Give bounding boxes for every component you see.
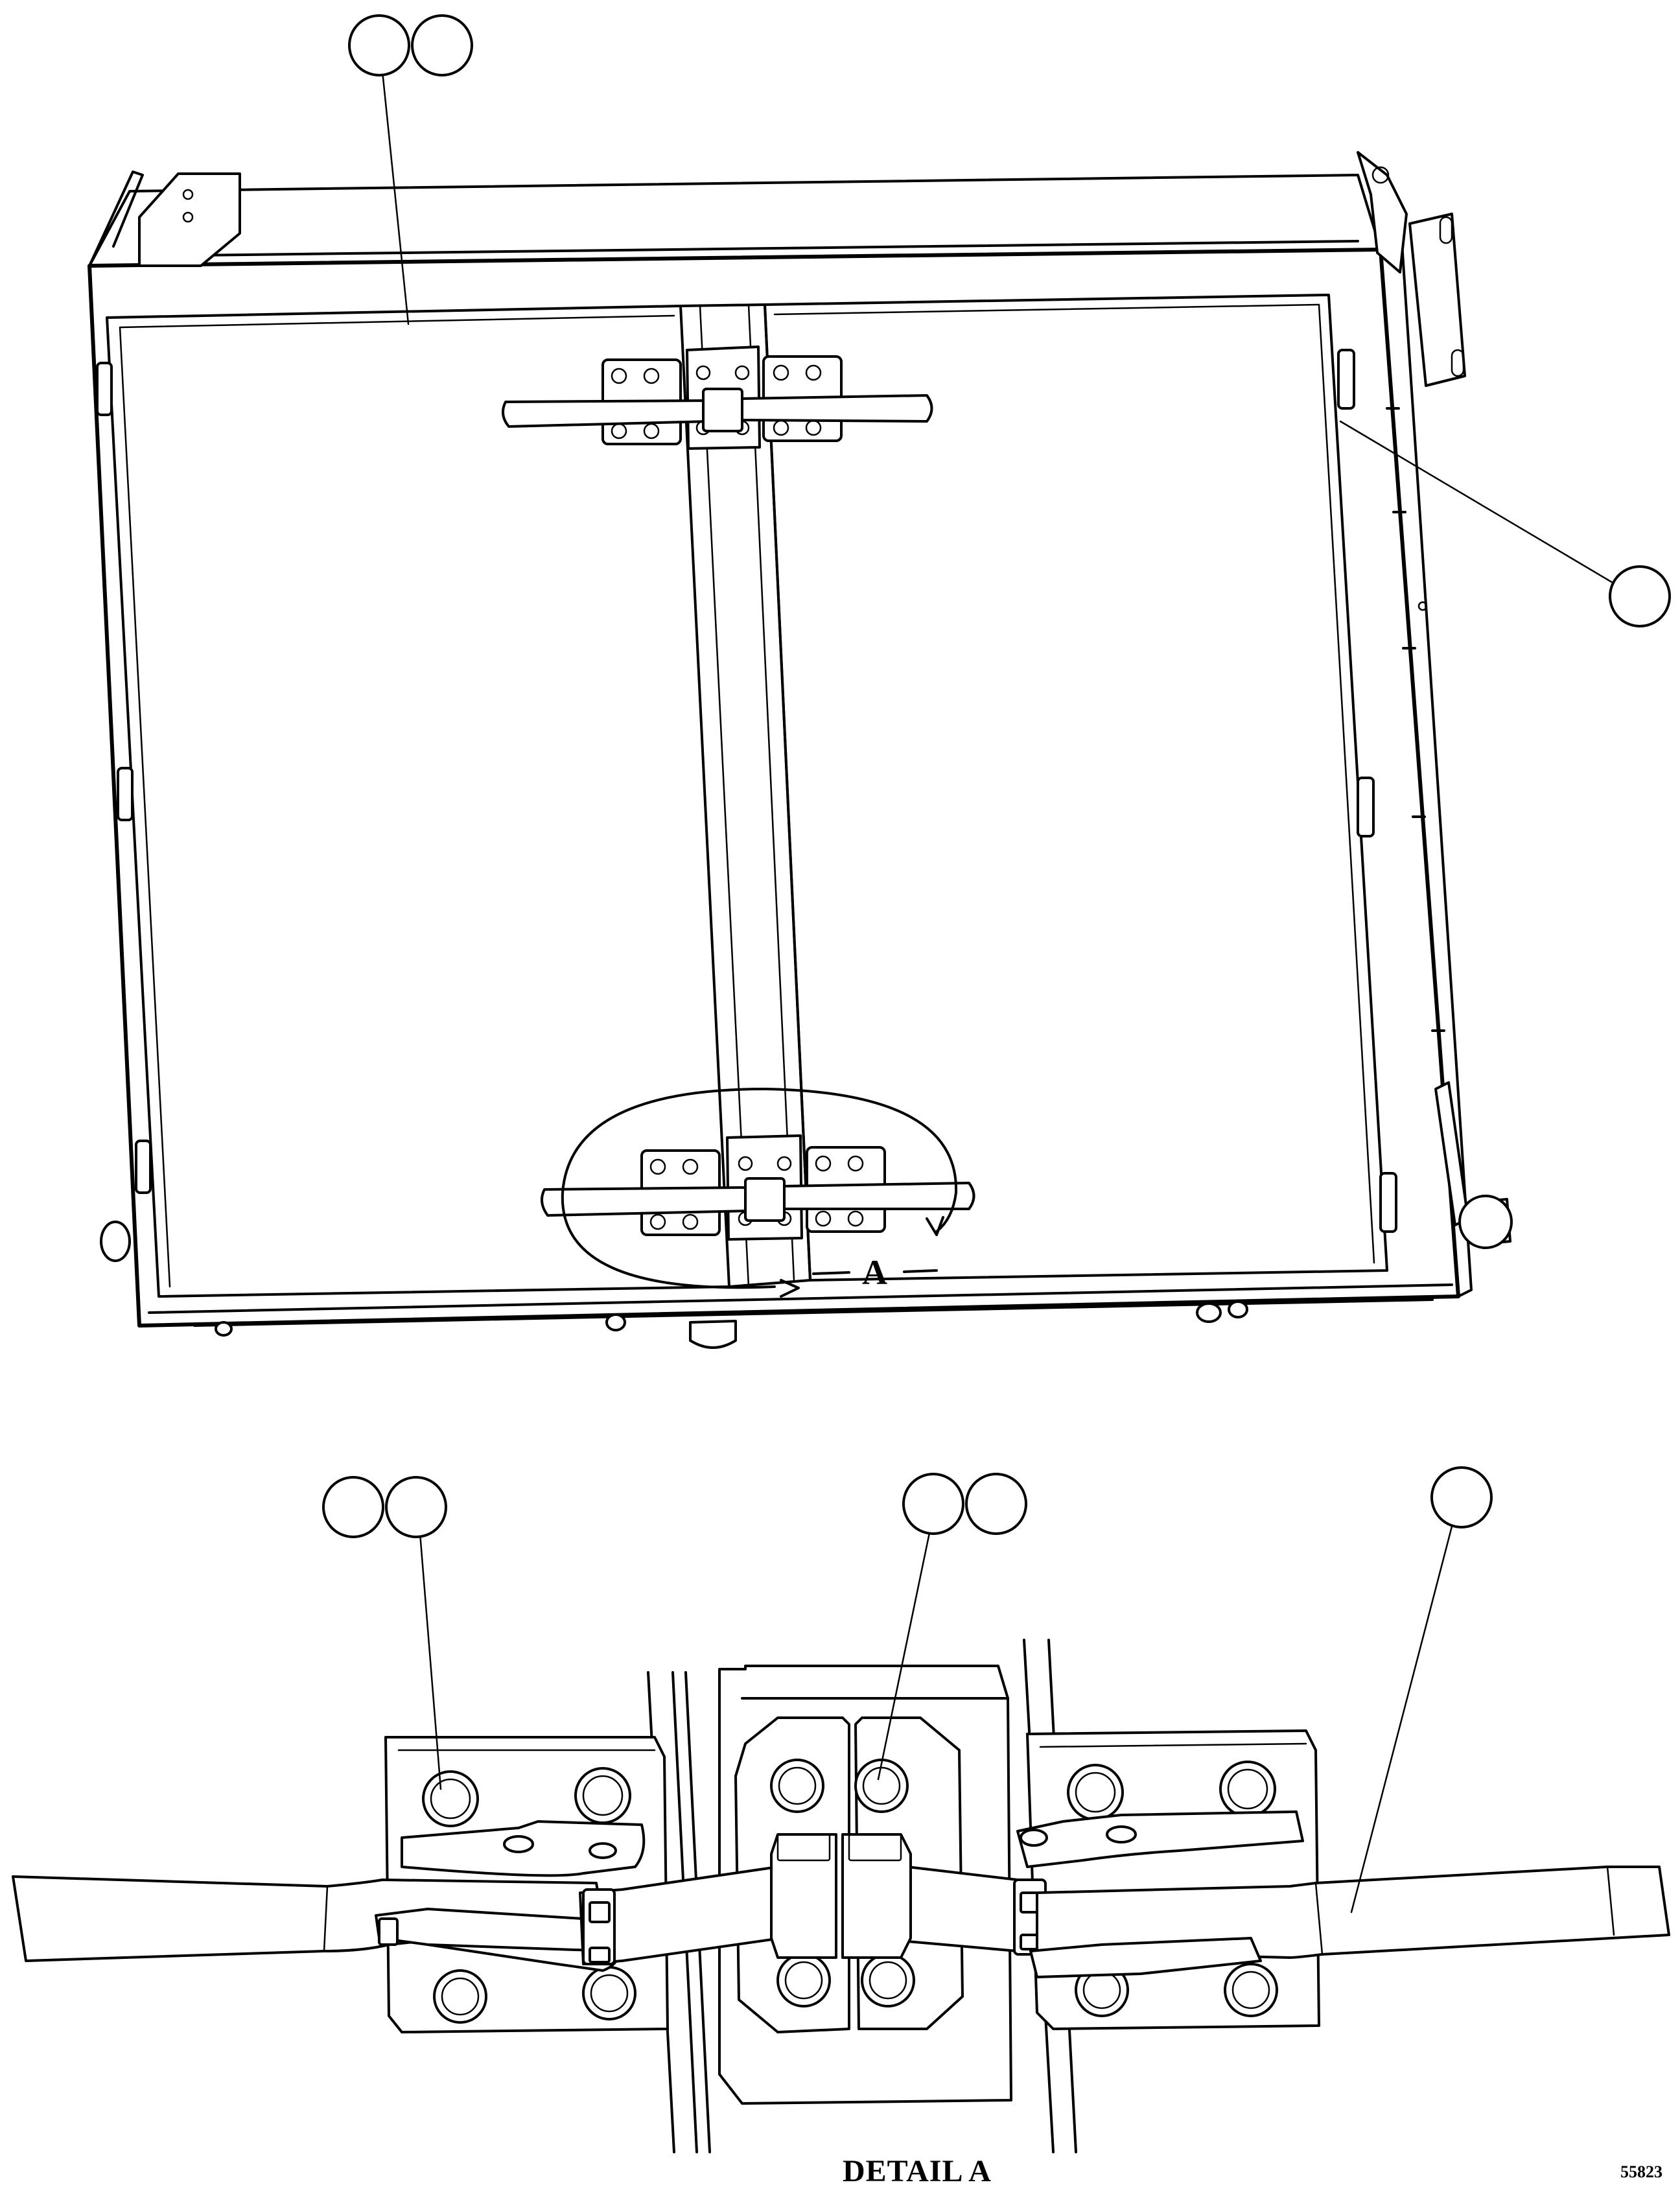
leader-line-detail-right	[1350, 1525, 1453, 1914]
bolt-group-center	[770, 1759, 915, 2008]
bolt-group-left	[422, 1767, 636, 2024]
callout-top-pair	[348, 14, 473, 76]
leader-line-top	[381, 70, 410, 325]
lower-latch-assembly	[541, 1134, 975, 1241]
callout-detail-mid-pair	[902, 1473, 1027, 1535]
figure-number: 55823	[1620, 2162, 1662, 2181]
upper-latch-assembly	[502, 345, 933, 450]
callout-detail-left-pair	[322, 1476, 447, 1538]
bolt-group-right	[1067, 1761, 1278, 2017]
detail-a-view	[12, 1525, 1670, 2153]
radiator-assembly-view	[88, 70, 1615, 1349]
detail-caption: DETAIL A	[843, 2154, 992, 2188]
leader-line-detail-mid	[877, 1528, 931, 1781]
leader-line-detail-left	[419, 1532, 442, 1790]
callout-detail-right	[1430, 1466, 1493, 1528]
leader-line-right	[1339, 420, 1615, 585]
detail-a-marker: A	[862, 1253, 887, 1292]
callout-right	[1609, 565, 1671, 627]
